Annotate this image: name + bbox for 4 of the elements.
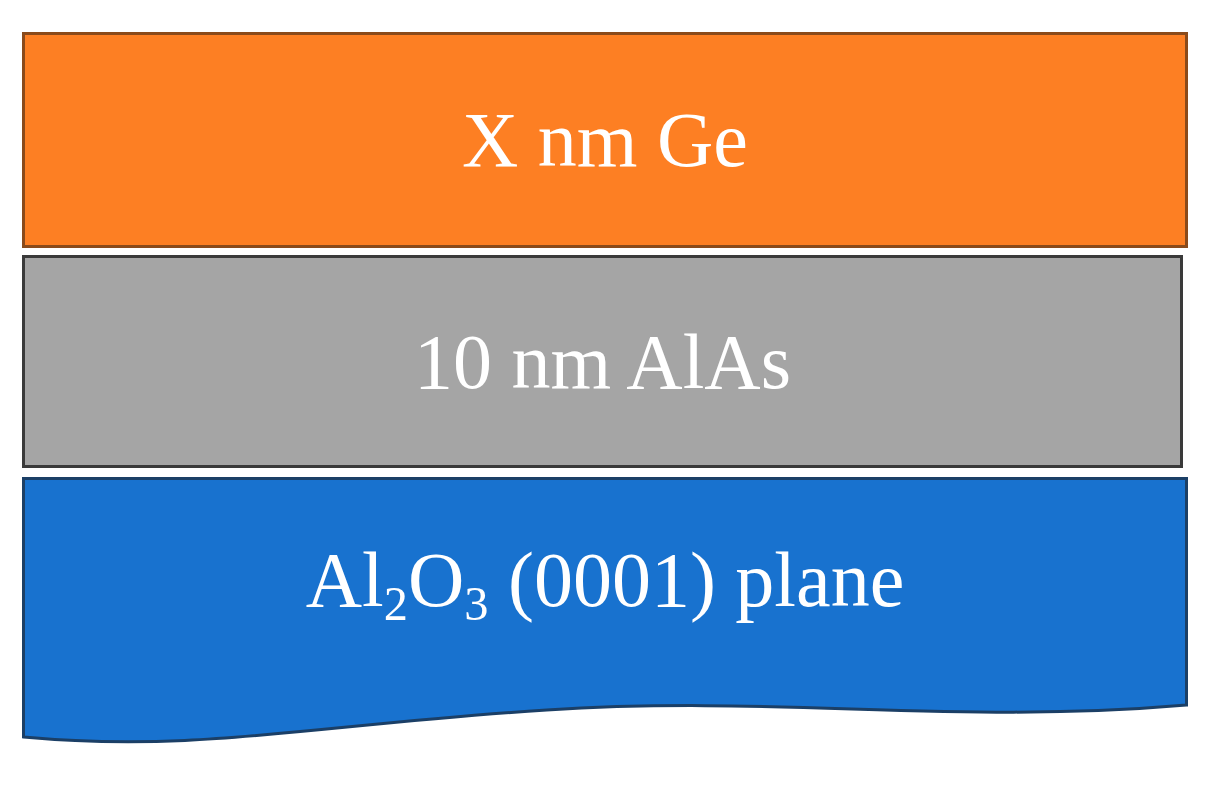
alas-layer <box>22 255 1183 468</box>
layer-label: X nm Ge <box>462 101 748 179</box>
layer-label: 10 nm AlAs <box>413 322 792 401</box>
ge-layer <box>22 32 1188 248</box>
